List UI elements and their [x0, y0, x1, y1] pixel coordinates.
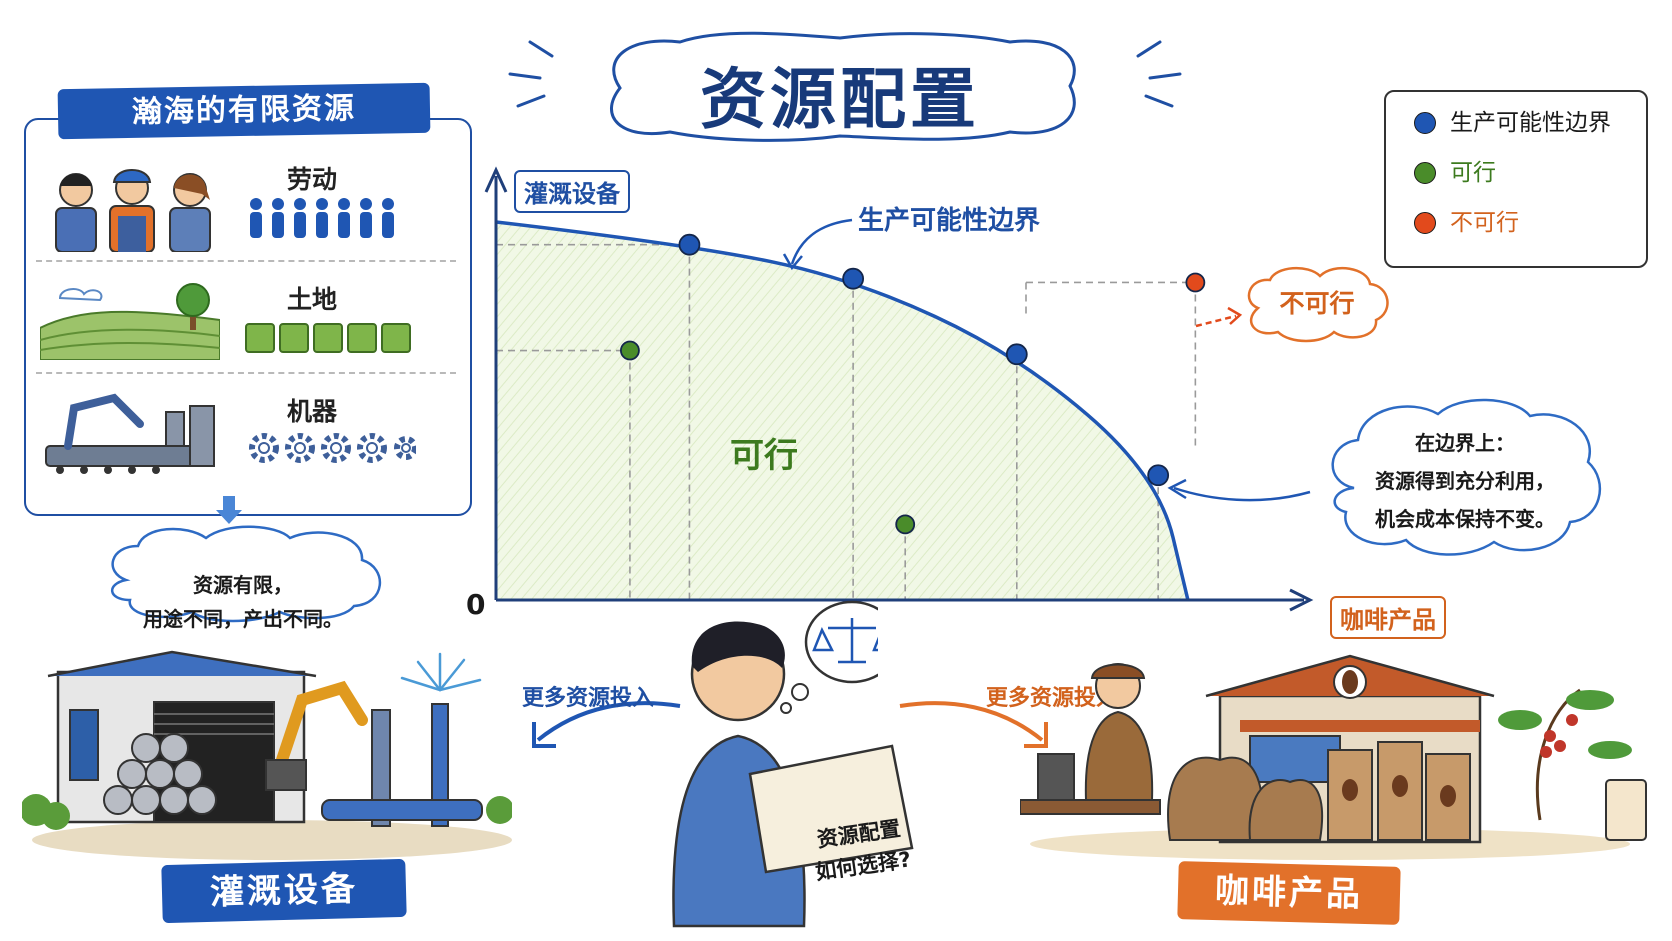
frontier-point — [678, 233, 701, 256]
frontier-label: 生产可能性边界 — [858, 206, 1041, 236]
edge-annotation-arrow-icon — [1173, 486, 1311, 502]
edge-annotation: 在边界上： 资源得到充分利用， 机会成本保持不变。 — [1340, 424, 1590, 538]
title-cloud-outline — [610, 31, 1076, 142]
frontier-point — [842, 267, 865, 290]
legend-label: 不可行 — [1450, 210, 1519, 236]
infeasible-point — [1185, 272, 1206, 293]
irrigation-banner: 灌溉设备 — [161, 858, 407, 924]
page-title: 资源配置 — [700, 61, 980, 138]
infeasible-arrow-icon — [1195, 314, 1237, 328]
guide-lines — [496, 243, 1197, 600]
panel-divider — [36, 260, 456, 262]
legend-blue-dot-icon — [1414, 112, 1436, 134]
legend-item-frontier: 生产可能性边界 — [1414, 106, 1644, 140]
origin-label: 0 — [466, 588, 486, 621]
labor-units-icon — [250, 198, 394, 238]
resource-note: 资源有限， 用途不同，产出不同。 — [118, 568, 368, 636]
note-cloud — [111, 525, 381, 623]
y-axis-label: 灌溉设备 — [514, 170, 630, 213]
axes — [484, 166, 1314, 612]
legend-item-feasible: 可行 — [1414, 156, 1644, 190]
resource-label-labor: 劳动 — [286, 165, 337, 194]
title-sparkles — [508, 40, 1182, 108]
factory-machine-illustration — [45, 393, 215, 474]
right-choice-arrow-icon — [899, 701, 1048, 748]
frontier-point — [1147, 464, 1170, 487]
y-axis-arrow-icon — [484, 166, 508, 193]
infeasible-point-group — [1185, 272, 1206, 293]
frontier-point — [1005, 343, 1028, 366]
edge-annotation-line: 在边界上： — [1415, 431, 1515, 455]
left-choice-arrow-icon — [532, 701, 681, 748]
infeasible-arrowhead-icon — [1227, 306, 1243, 325]
resource-label-land: 土地 — [286, 285, 337, 314]
legend: 生产可能性边界 可行 不可行 — [1384, 90, 1648, 268]
edge-annotation-arrowhead-icon — [1167, 478, 1187, 500]
legend-item-infeasible: 不可行 — [1414, 206, 1644, 240]
coffee-illustration — [1020, 654, 1647, 860]
feasible-region-label: 可行 — [730, 436, 798, 476]
frontier-label-arrow-icon — [790, 218, 853, 265]
legend-green-dot-icon — [1414, 162, 1436, 184]
feasible-point-group — [620, 340, 916, 535]
paper-sheet — [748, 744, 914, 874]
title-frame: 资源配置 — [590, 28, 1090, 146]
land-units-icon — [245, 323, 411, 353]
farmland-illustration — [40, 283, 220, 360]
edge-annotation-line: 机会成本保持不变。 — [1375, 507, 1555, 531]
coffee-banner: 咖啡产品 — [1177, 861, 1401, 925]
legend-red-dot-icon — [1414, 212, 1436, 234]
resource-note-line: 资源有限， — [193, 573, 293, 597]
feasible-region — [496, 222, 1188, 600]
feasible-point — [895, 514, 916, 535]
workers-illustration — [55, 169, 211, 252]
down-arrow-icon — [216, 496, 242, 524]
legend-label: 生产可能性边界 — [1450, 110, 1611, 136]
infeasible-cloud — [1247, 266, 1389, 343]
x-axis-label: 咖啡产品 — [1330, 596, 1446, 639]
edge-annotation-line: 资源得到充分利用， — [1375, 469, 1555, 493]
feasible-point — [620, 340, 640, 361]
person-thinking-illustration — [672, 600, 878, 928]
more-resources-left-label: 更多资源投入 — [522, 686, 655, 711]
edge-annotation-cloud — [1331, 398, 1602, 556]
irrigation-illustration — [22, 650, 512, 860]
resource-note-line: 用途不同，产出不同。 — [143, 607, 343, 631]
machine-units-icon — [249, 433, 416, 463]
resource-label-machines: 机器 — [286, 397, 337, 426]
x-axis-arrow-icon — [1289, 588, 1314, 612]
frontier-point-group — [678, 233, 1170, 487]
infeasible-label: 不可行 — [1279, 289, 1355, 318]
panel-divider — [36, 372, 456, 374]
frontier-label-arrowhead-icon — [782, 253, 803, 271]
legend-label: 可行 — [1450, 160, 1496, 186]
